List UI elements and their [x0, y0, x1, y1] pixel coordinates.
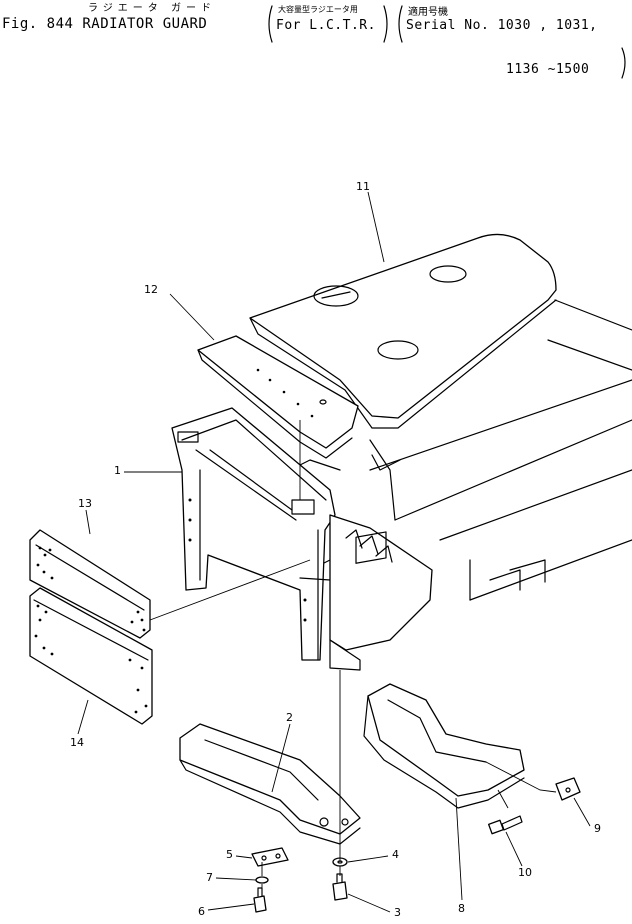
part-3-bolt: [332, 873, 348, 901]
serial-line-1: Serial No. 1030 , 1031,: [406, 18, 598, 33]
serial-jp: 適用号機: [408, 7, 448, 18]
part-10-bolt: [488, 815, 523, 835]
callout-14: 14: [70, 736, 84, 749]
callout-12: 12: [144, 283, 158, 296]
callout-5: 5: [226, 848, 233, 861]
part-1-guard-frame: [171, 407, 336, 661]
callout-13: 13: [78, 497, 92, 510]
leader-lines: [77, 191, 591, 913]
figure-title: Fig. 844 RADIATOR GUARD: [2, 16, 208, 32]
callout-11: 11: [356, 180, 370, 193]
part-5-plate: [251, 847, 289, 867]
side-plate: [329, 514, 433, 671]
part-6-bolt: [253, 887, 267, 913]
japanese-title: ラジエータ ガード: [88, 3, 216, 14]
callout-2: 2: [286, 711, 293, 724]
callout-9: 9: [594, 822, 601, 835]
applicability-jp: 大容量型ラジエータ用: [278, 5, 358, 14]
callout-8: 8: [458, 902, 465, 915]
callout-3: 3: [394, 906, 401, 919]
part-14-lower-screen: [29, 587, 153, 725]
part-7-washer: [255, 876, 269, 884]
callout-7: 7: [206, 871, 213, 884]
part-13-upper-screen: [29, 529, 151, 639]
callout-10: 10: [518, 866, 532, 879]
callout-6: 6: [198, 905, 205, 918]
assembly-lines: [149, 420, 557, 892]
callout-4: 4: [392, 848, 399, 861]
applicability-en: For L.C.T.R.: [276, 18, 376, 33]
part-2-lower-guard: [179, 723, 361, 845]
serial-line-2: 1136 ~1500: [506, 62, 590, 77]
part-8-under-guard: [363, 683, 525, 809]
callout-1: 1: [114, 464, 121, 477]
part-11-hood-cover: [249, 233, 557, 429]
part-9-bracket: [555, 777, 581, 801]
header-brackets: [268, 5, 626, 79]
